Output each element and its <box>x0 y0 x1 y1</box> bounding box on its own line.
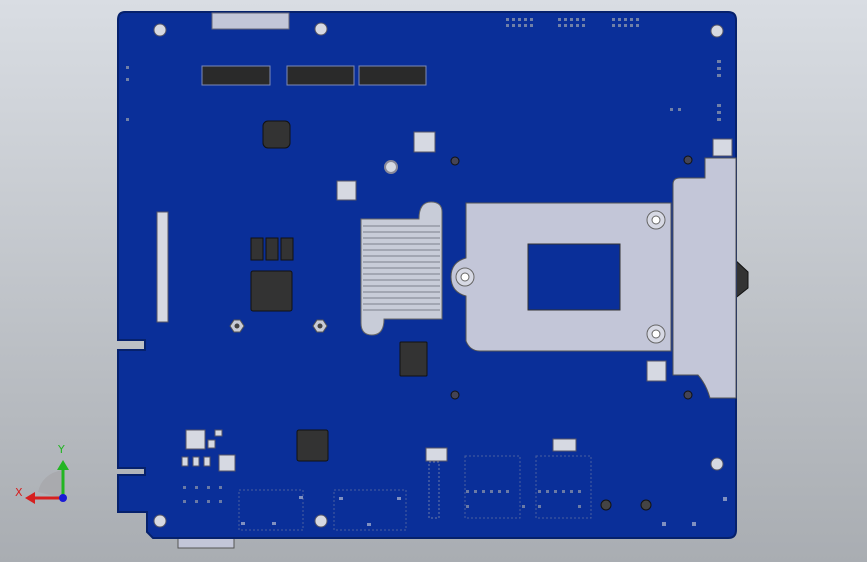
mounting-hole <box>384 160 398 174</box>
pin-header <box>506 18 639 27</box>
mosfet <box>250 237 264 261</box>
pad <box>192 456 200 467</box>
mounting-hole <box>710 24 724 38</box>
heatsink <box>360 201 443 336</box>
connector-strip <box>428 461 440 519</box>
pad <box>425 447 448 462</box>
standoff <box>312 319 328 333</box>
mounting-hole <box>153 514 167 528</box>
port-pins <box>183 486 581 508</box>
screw <box>450 390 460 400</box>
chip <box>250 270 293 312</box>
chip <box>296 429 329 462</box>
pad <box>181 456 189 467</box>
pad <box>336 180 357 201</box>
memory-slot <box>358 65 427 86</box>
coordinate-triad <box>25 460 69 504</box>
x-axis-label: X <box>15 486 23 499</box>
z-axis-dot <box>59 494 67 502</box>
x-axis-arrow <box>25 492 35 504</box>
chip <box>399 341 428 377</box>
socket-lever <box>672 157 737 399</box>
chip <box>262 120 291 149</box>
standoff <box>229 319 245 333</box>
mosfet <box>280 237 294 261</box>
pad <box>207 439 216 449</box>
audio-jack <box>600 499 612 511</box>
expansion-slot <box>156 211 169 323</box>
side-pin-header <box>126 60 721 121</box>
pad <box>646 360 667 382</box>
screw <box>450 156 460 166</box>
y-axis-label: Y <box>58 443 65 456</box>
mounting-hole <box>710 457 724 471</box>
pad <box>413 131 436 153</box>
port-outline <box>238 455 592 531</box>
pad <box>712 138 733 157</box>
memory-slot <box>286 65 355 86</box>
mosfet <box>265 237 279 261</box>
pad <box>214 429 223 437</box>
pad <box>203 456 211 467</box>
cpu-socket <box>450 157 737 399</box>
pad <box>552 438 577 452</box>
pad <box>185 429 206 450</box>
audio-jack <box>640 499 652 511</box>
bottom-marker <box>241 496 727 526</box>
mounting-hole <box>314 514 328 528</box>
socket-opening <box>527 243 621 311</box>
pad <box>218 454 236 472</box>
mounting-hole <box>314 22 328 36</box>
top-edge-connector <box>211 12 290 30</box>
mounting-hole <box>153 23 167 37</box>
y-axis-arrow <box>57 460 69 470</box>
memory-slot <box>201 65 271 86</box>
screw <box>683 390 693 400</box>
screw <box>683 155 693 165</box>
